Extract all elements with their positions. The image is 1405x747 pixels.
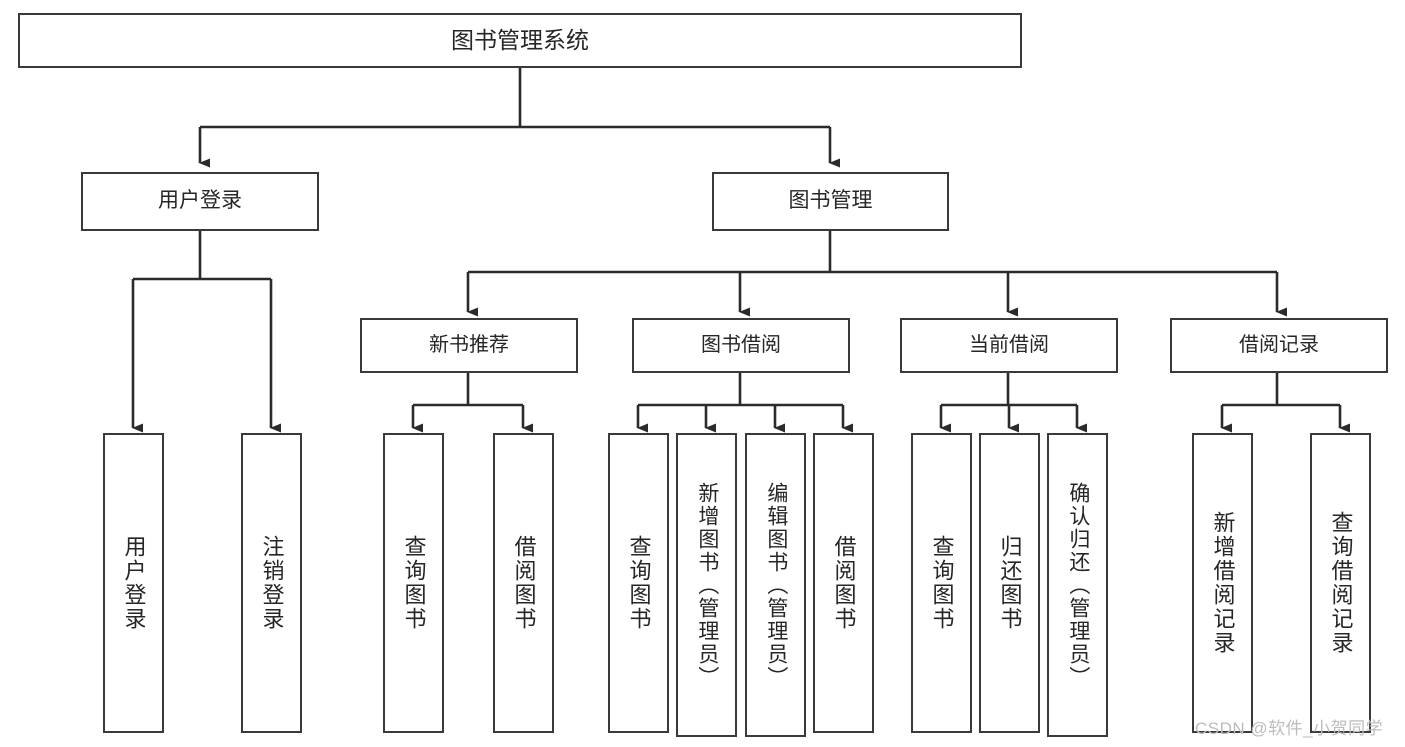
node-label: 图书借阅 <box>701 333 781 356</box>
node-label: 用户登录 <box>158 189 242 213</box>
node-label: 图书管理系统 <box>451 26 589 53</box>
node-leaf-query-book-current[interactable]: 查询图书 <box>911 433 972 733</box>
node-label: 查询图书 <box>929 535 955 631</box>
node-leaf-user-login[interactable]: 用户登录 <box>103 433 164 733</box>
node-label: 编辑图书（管理员） <box>764 481 788 689</box>
node-label: 新增图书（管理员） <box>695 481 719 689</box>
node-leaf-confirm-return[interactable]: 确认归还（管理员） <box>1047 433 1108 737</box>
node-root-book-management-system[interactable]: 图书管理系统 <box>18 13 1022 68</box>
node-label: 注销登录 <box>259 535 285 631</box>
node-label: 用户登录 <box>121 535 147 631</box>
node-current-borrow[interactable]: 当前借阅 <box>900 318 1118 373</box>
node-leaf-add-borrow-record[interactable]: 新增借阅记录 <box>1192 433 1253 733</box>
node-label: 查询图书 <box>626 535 652 631</box>
node-label: 确认归还（管理员） <box>1066 481 1090 689</box>
node-leaf-edit-book[interactable]: 编辑图书（管理员） <box>745 433 806 737</box>
node-leaf-add-book[interactable]: 新增图书（管理员） <box>676 433 737 737</box>
node-leaf-query-book-recommend[interactable]: 查询图书 <box>383 433 444 733</box>
node-label: 当前借阅 <box>969 333 1049 356</box>
node-label: 新书推荐 <box>429 333 509 356</box>
node-label: 借阅记录 <box>1239 333 1319 356</box>
node-label: 新增借阅记录 <box>1210 511 1236 655</box>
node-label: 查询借阅记录 <box>1328 511 1354 655</box>
node-label: 归还图书 <box>997 535 1023 631</box>
node-leaf-borrow-book-borrow[interactable]: 借阅图书 <box>813 433 874 733</box>
node-borrow-record[interactable]: 借阅记录 <box>1170 318 1388 373</box>
node-leaf-logout-login[interactable]: 注销登录 <box>241 433 302 733</box>
node-leaf-query-borrow-record[interactable]: 查询借阅记录 <box>1310 433 1371 733</box>
node-label: 借阅图书 <box>831 535 857 631</box>
node-label: 查询图书 <box>401 535 427 631</box>
node-label: 图书管理 <box>788 189 873 213</box>
node-new-book-recommend[interactable]: 新书推荐 <box>360 318 578 373</box>
node-label: 借阅图书 <box>511 535 537 631</box>
node-book-borrow[interactable]: 图书借阅 <box>632 318 850 373</box>
node-leaf-query-book-borrow[interactable]: 查询图书 <box>608 433 669 733</box>
node-book-management[interactable]: 图书管理 <box>712 172 949 231</box>
node-leaf-borrow-book-recommend[interactable]: 借阅图书 <box>493 433 554 733</box>
node-user-login[interactable]: 用户登录 <box>81 172 319 231</box>
node-leaf-return-book[interactable]: 归还图书 <box>979 433 1040 733</box>
